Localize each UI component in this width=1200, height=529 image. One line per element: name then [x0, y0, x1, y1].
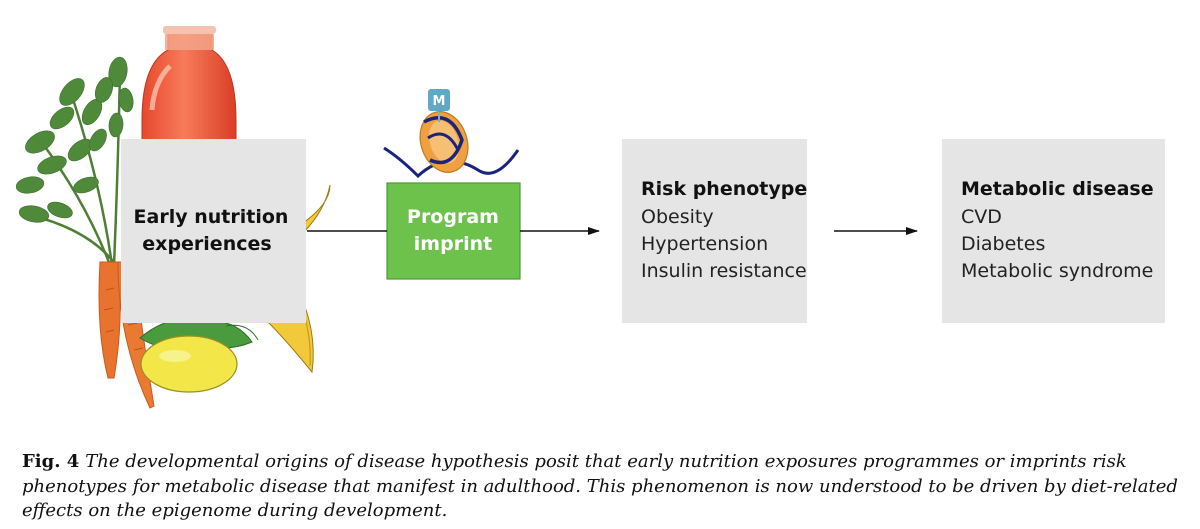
- metabolic-disease-title: Metabolic disease: [961, 178, 1154, 200]
- histone-dna-icon: M: [383, 89, 520, 179]
- program-imprint-label-line2: imprint: [414, 233, 492, 255]
- program-imprint-label-line1: Program: [407, 206, 499, 228]
- metabolic-disease-item-diabetes: Diabetes: [961, 233, 1045, 255]
- lemon-illustration: [140, 335, 238, 393]
- risk-phenotype-item-hypertension: Hypertension: [641, 233, 768, 255]
- carrot-leaves-illustration: [15, 56, 134, 266]
- metabolic-disease-box: [942, 139, 1165, 323]
- early-nutrition-label-line2: experiences: [142, 233, 271, 255]
- risk-phenotype-title: Risk phenotype: [641, 178, 807, 200]
- program-imprint-box: [386, 182, 521, 280]
- figure-caption-text: The developmental origins of disease hyp…: [22, 451, 1178, 521]
- metabolic-disease-item-metabolic-syndrome: Metabolic syndrome: [961, 260, 1153, 282]
- risk-phenotype-item-insulin-resistance: Insulin resistance: [641, 260, 807, 282]
- methyl-tag-icon: [428, 89, 450, 111]
- methyl-tag-label: M: [433, 94, 446, 109]
- risk-phenotype-box: [622, 139, 807, 323]
- risk-phenotype-item-obesity: Obesity: [641, 206, 714, 228]
- early-nutrition-label-line1: Early nutrition: [134, 206, 289, 228]
- figure-caption-label: Fig. 4: [22, 451, 80, 472]
- metabolic-disease-item-cvd: CVD: [961, 206, 1002, 228]
- early-nutrition-box: [121, 139, 306, 323]
